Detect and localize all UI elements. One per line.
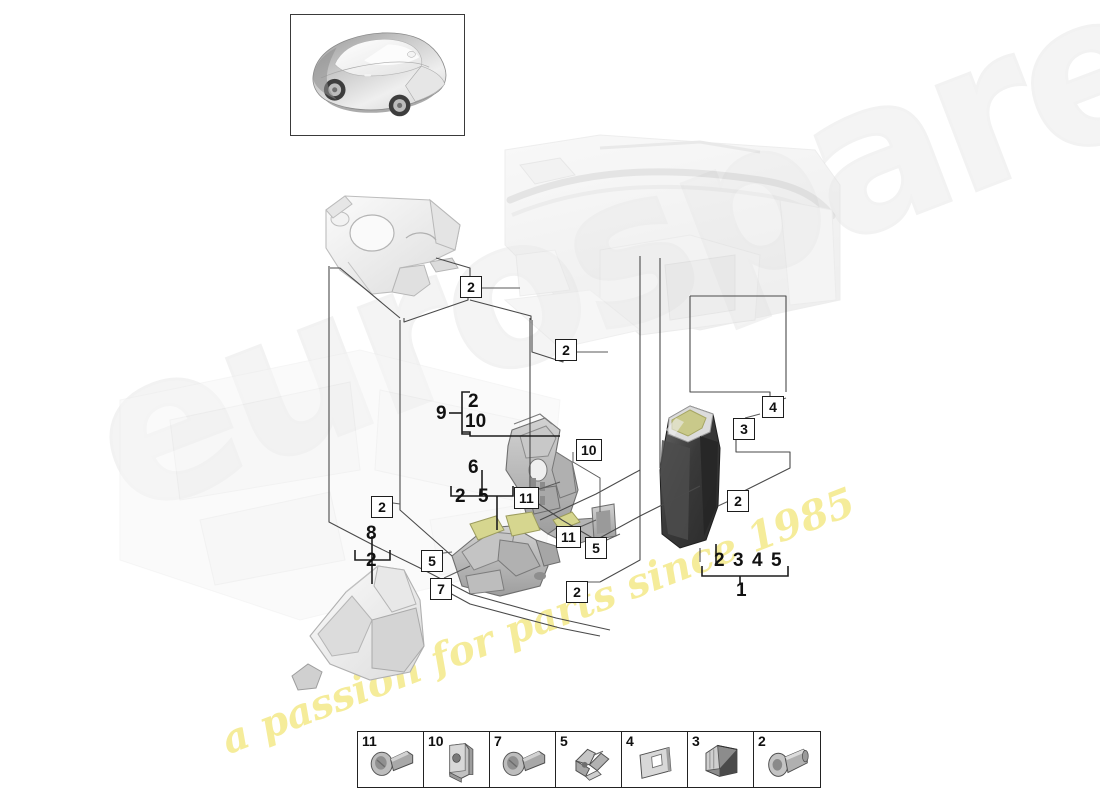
callout-10[interactable]: 10 <box>576 439 602 461</box>
callout-2-upper-mid[interactable]: 2 <box>555 339 577 361</box>
bracket-1-item-5: 5 <box>771 550 782 571</box>
floor-bracket-assembly-part <box>451 511 561 597</box>
callout-5-left[interactable]: 5 <box>421 550 443 572</box>
bracket-9-item-2: 2 <box>468 391 479 412</box>
flat-plate-icon <box>622 732 687 787</box>
bracket-1-shape <box>701 544 789 585</box>
quarter-panel-lining-part <box>309 565 425 681</box>
block-spacer-icon <box>688 732 753 787</box>
legend-cell-4[interactable]: 4 <box>622 732 688 787</box>
spring-nut-clip-icon <box>424 732 489 787</box>
callout-2-left[interactable]: 2 <box>371 496 393 518</box>
small-clip-part <box>291 663 323 691</box>
callout-11-lower[interactable]: 11 <box>556 526 581 548</box>
legend-cell-10[interactable]: 10 <box>424 732 490 787</box>
bracket-8-item-2: 2 <box>366 550 377 571</box>
bracket-9-shape <box>449 391 560 437</box>
bracket-6-item-2: 2 <box>455 486 466 507</box>
callout-2-bottom[interactable]: 2 <box>566 581 588 603</box>
legend-cell-5[interactable]: 5 <box>556 732 622 787</box>
bracket-1-item-3: 3 <box>733 550 744 571</box>
vehicle-thumbnail <box>290 14 465 136</box>
bracket-6-shape <box>450 470 514 530</box>
bracket-8-lead-label: 8 <box>366 523 377 544</box>
legend-cell-11[interactable]: 11 <box>358 732 424 787</box>
bracket-1-item-2: 2 <box>714 550 725 571</box>
legend-cell-3[interactable]: 3 <box>688 732 754 787</box>
legend-number-10: 10 <box>428 733 444 749</box>
screw-pan-head-icon <box>490 732 555 787</box>
legend-number-7: 7 <box>494 733 502 749</box>
legend-cell-7[interactable]: 7 <box>490 732 556 787</box>
inner-wing-part <box>325 195 461 297</box>
legend-number-2: 2 <box>758 733 766 749</box>
callout-11-upper[interactable]: 11 <box>514 487 539 509</box>
vehicle-illustration <box>312 32 447 117</box>
legend-number-4: 4 <box>626 733 634 749</box>
legend-number-11: 11 <box>362 733 377 749</box>
bracket-1-lead-label: 1 <box>736 580 747 601</box>
bracket-8-shape <box>354 536 391 584</box>
parts-legend: 11 10 <box>357 731 821 788</box>
legend-number-3: 3 <box>692 733 700 749</box>
legend-cell-2[interactable]: 2 <box>754 732 820 787</box>
bracket-6-lead-label: 6 <box>468 457 479 478</box>
callout-2-right[interactable]: 2 <box>727 490 749 512</box>
bracket-9-item-10: 10 <box>465 411 487 432</box>
callout-5-right[interactable]: 5 <box>585 537 607 559</box>
callout-3[interactable]: 3 <box>733 418 755 440</box>
legend-number-5: 5 <box>560 733 568 749</box>
callout-7[interactable]: 7 <box>430 578 452 600</box>
screw-flange-icon <box>754 732 820 787</box>
screw-pan-head-icon <box>358 732 423 787</box>
bracket-6-item-5: 5 <box>478 486 489 507</box>
spring-clip-bracket-icon <box>556 732 621 787</box>
trim-panel-part <box>659 405 721 549</box>
bracket-1-item-4: 4 <box>752 550 763 571</box>
callout-2-upper-left[interactable]: 2 <box>460 276 482 298</box>
callout-4[interactable]: 4 <box>762 396 784 418</box>
bracket-9-lead-label: 9 <box>436 403 447 424</box>
